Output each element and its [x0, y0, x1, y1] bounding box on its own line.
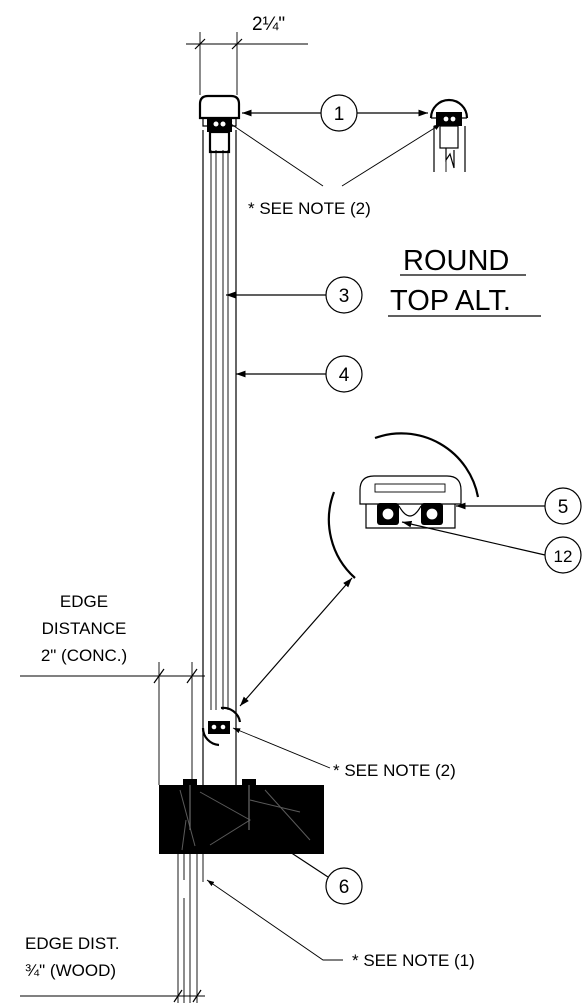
callout-number-4: 4 — [339, 365, 350, 386]
post-base-extrusion — [201, 706, 242, 747]
edge-distance-wood-line1: EDGE DIST. — [25, 934, 119, 953]
callout-number-1: 1 — [334, 104, 345, 125]
edge-distance-wood: EDGE DIST. ¾" (WOOD) — [20, 854, 205, 1003]
top-cap — [198, 94, 241, 154]
post-body — [202, 130, 237, 785]
post-width-label: 2¼" — [252, 14, 285, 35]
base-block — [159, 779, 324, 854]
note-bottom: * SEE NOTE (1) — [206, 879, 475, 970]
note-top-text: * SEE NOTE (2) — [248, 199, 371, 218]
note-bottom-text: * SEE NOTE (1) — [352, 951, 475, 970]
edge-distance-wood-line2: ¾" (WOOD) — [25, 961, 116, 980]
callout-3: 3 — [226, 276, 363, 314]
callout-6: 6 — [289, 851, 363, 905]
edge-distance-concrete: EDGE DISTANCE 2" (CONC.) — [20, 592, 205, 785]
note-middle: * SEE NOTE (2) — [232, 727, 456, 780]
callout-4: 4 — [236, 355, 363, 393]
callout-number-3: 3 — [339, 286, 350, 307]
note-middle-text: * SEE NOTE (2) — [333, 761, 456, 780]
round-top-title-line2: TOP ALT. — [390, 285, 511, 317]
edge-distance-conc-line1: EDGE — [60, 592, 108, 611]
callout-bubble-6 — [325, 867, 363, 905]
round-top-title: ROUND TOP ALT. — [388, 245, 541, 317]
edge-distance-conc-line3: 2" (CONC.) — [41, 646, 127, 665]
callout-1: 1 — [242, 94, 428, 132]
callout-5: 5 — [456, 487, 582, 525]
callout-12: 12 — [401, 520, 582, 574]
edge-distance-conc-line2: DISTANCE — [42, 619, 127, 638]
round-top-alt-detail — [429, 98, 469, 172]
enlarged-base-section — [327, 432, 480, 579]
callout-number-6: 6 — [339, 877, 350, 898]
note-top: * SEE NOTE (2) — [224, 119, 442, 218]
callout-number-12: 12 — [554, 547, 573, 566]
round-top-title-line1: ROUND — [403, 245, 509, 277]
callout-number-5: 5 — [558, 497, 569, 518]
detail-leader — [239, 577, 353, 707]
top-width-dimension: 2¼" — [186, 14, 308, 95]
